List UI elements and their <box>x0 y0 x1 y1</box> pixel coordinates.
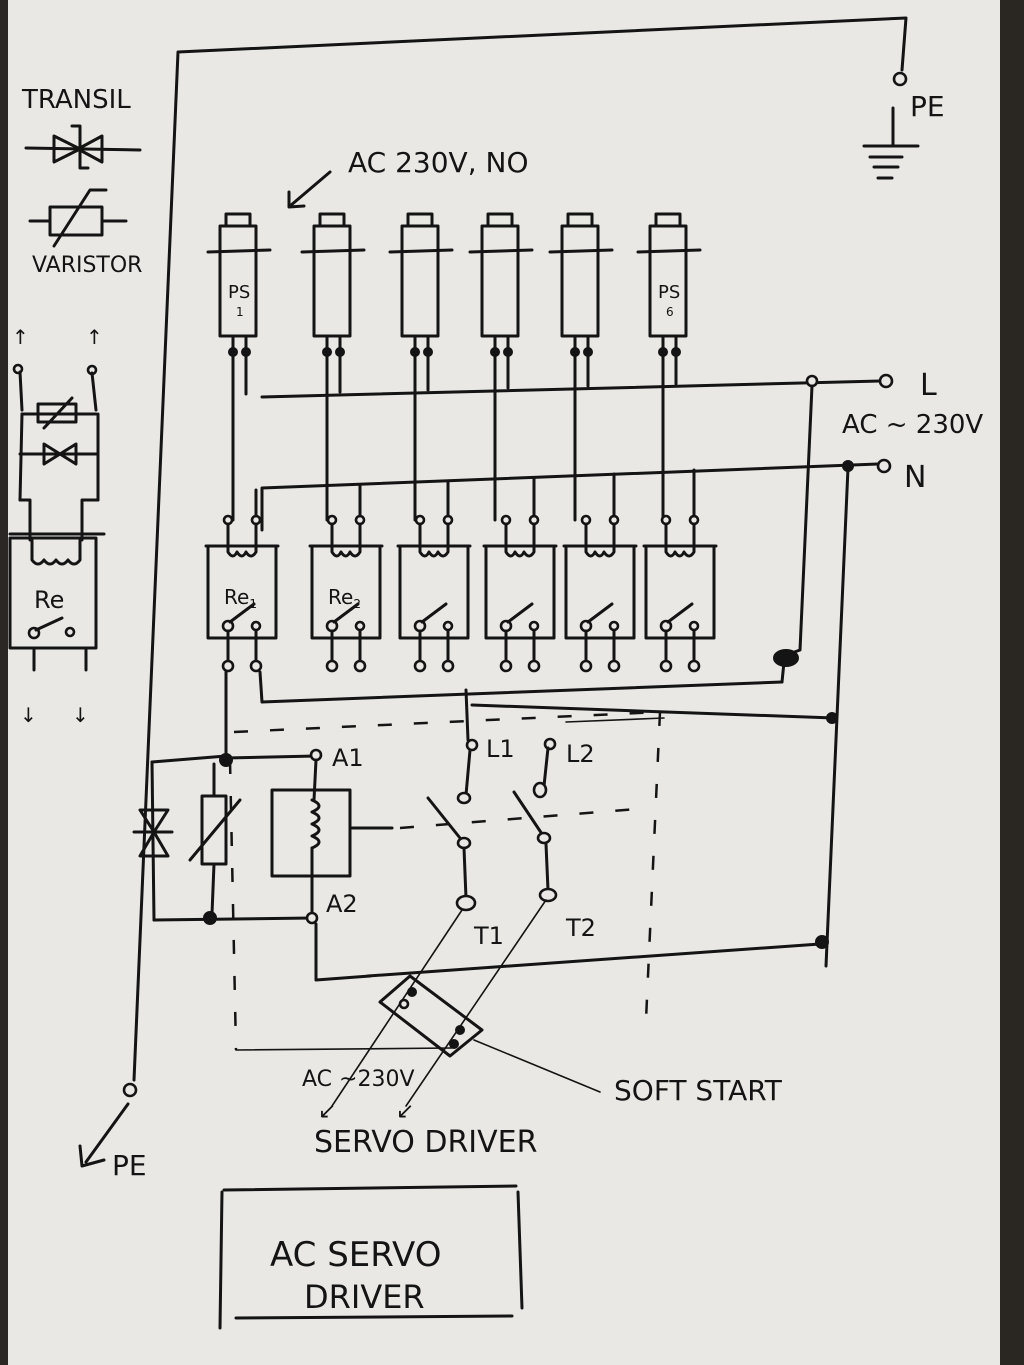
l-label: L <box>920 368 937 403</box>
a1-terminal <box>309 748 323 762</box>
contact-switch-1 <box>426 796 462 840</box>
relay-module: Re1 <box>204 488 280 673</box>
legend-varistor: VARISTOR <box>28 188 142 278</box>
relay-coil-icon <box>330 522 362 558</box>
relay-coil-icon <box>418 522 450 558</box>
arrow-down-left-icon: ↙ <box>318 1099 336 1124</box>
power-supply-unit: PS 1 <box>206 212 272 522</box>
ps-annotation-label: AC 230V, NO <box>348 146 529 179</box>
mains-voltage-label: AC ~ 230V <box>842 410 983 440</box>
relay-coil-icon <box>226 522 258 558</box>
power-supply-unit <box>468 212 534 522</box>
soft-start-module: SOFT START <box>378 974 783 1107</box>
neutral-bus: N <box>260 458 926 968</box>
legend-transil: TRANSIL <box>21 85 142 170</box>
varistor-label: VARISTOR <box>32 253 142 278</box>
relay-row: Re1 Re2 <box>204 468 718 673</box>
relay-module <box>482 476 558 673</box>
pe-earth-top: PE <box>132 16 945 1082</box>
legend-relay-module: ↑ ↑ Re ↓ ↓ <box>8 325 106 727</box>
relay-contact-icon <box>332 602 360 624</box>
servo-supply-label: AC ~230V <box>302 1067 415 1092</box>
relay-coil-icon <box>584 522 616 558</box>
relay-contact-icon <box>586 602 614 624</box>
photo-background-right <box>1000 0 1024 1365</box>
contactor: A1 A2 L1 T1 L2 T2 <box>132 670 651 950</box>
power-supply-unit <box>300 212 366 522</box>
pe-bottom-label: PE <box>112 1149 147 1182</box>
soft-start-label: SOFT START <box>614 1074 783 1107</box>
n-label: N <box>904 460 926 495</box>
line-bus: L AC ~ 230V <box>260 368 983 440</box>
photo-background-left <box>0 0 8 1365</box>
arrow-down-icon: ↓ <box>72 703 89 727</box>
relay-module: Re2 <box>308 484 384 673</box>
ps-label: PS <box>228 282 250 303</box>
pe-earth-bottom: PE <box>78 1082 147 1182</box>
power-supply-row: PS 1 PS 6 <box>206 212 702 522</box>
relay-module <box>642 468 718 673</box>
power-supply-unit <box>388 212 454 522</box>
contact-switch-2 <box>512 790 544 836</box>
varistor-symbol-icon <box>28 188 128 248</box>
pe-terminal-top <box>892 71 908 87</box>
relay-contact-icon <box>228 602 256 624</box>
varistor-icon <box>188 762 242 916</box>
l-terminal <box>878 373 894 389</box>
junction <box>773 649 799 667</box>
servo-box-line1: AC SERVO <box>270 1235 441 1275</box>
ac-servo-driver-box: AC SERVO DRIVER <box>218 1184 524 1330</box>
t2-label: T2 <box>565 914 596 942</box>
a2-terminal <box>305 911 319 925</box>
pe-top-label: PE <box>910 90 945 123</box>
relay-contact-icon <box>506 602 534 624</box>
t1-label: T1 <box>473 922 504 950</box>
ps-label: PS <box>658 282 680 303</box>
coil-icon <box>310 798 321 850</box>
legend-relay-label: Re <box>34 586 64 614</box>
transil-label: TRANSIL <box>21 85 131 115</box>
a2-label: A2 <box>326 890 358 918</box>
relay-coil-icon <box>504 522 536 558</box>
l1-label: L1 <box>486 735 515 763</box>
relay-contact-icon <box>666 602 694 624</box>
legend-varistor-icon <box>36 402 78 424</box>
arrow-down-icon: ↓ <box>20 703 37 727</box>
l2-label: L2 <box>566 740 595 768</box>
a1-label: A1 <box>332 744 364 772</box>
relay-coil-icon <box>664 522 696 558</box>
servo-driver-label: SERVO DRIVER <box>314 1125 537 1160</box>
n-terminal <box>876 458 892 474</box>
relay-module <box>396 480 472 673</box>
transil-symbol-icon <box>24 124 142 170</box>
arrow-up-icon: ↑ <box>12 325 29 349</box>
arrow-down-left-icon: ↙ <box>396 1099 414 1124</box>
power-supply-unit: PS 6 <box>636 212 702 522</box>
transil-icon <box>132 808 174 858</box>
ps-index: 1 <box>236 305 244 319</box>
arrow-up-icon: ↑ <box>86 325 103 349</box>
ps-index: 6 <box>666 305 674 319</box>
relay-contact-icon <box>420 602 448 624</box>
servo-box-line2: DRIVER <box>304 1278 425 1316</box>
power-supply-unit <box>548 212 614 522</box>
relay-module <box>562 472 638 673</box>
power-supply-annotation: AC 230V, NO <box>287 146 529 209</box>
